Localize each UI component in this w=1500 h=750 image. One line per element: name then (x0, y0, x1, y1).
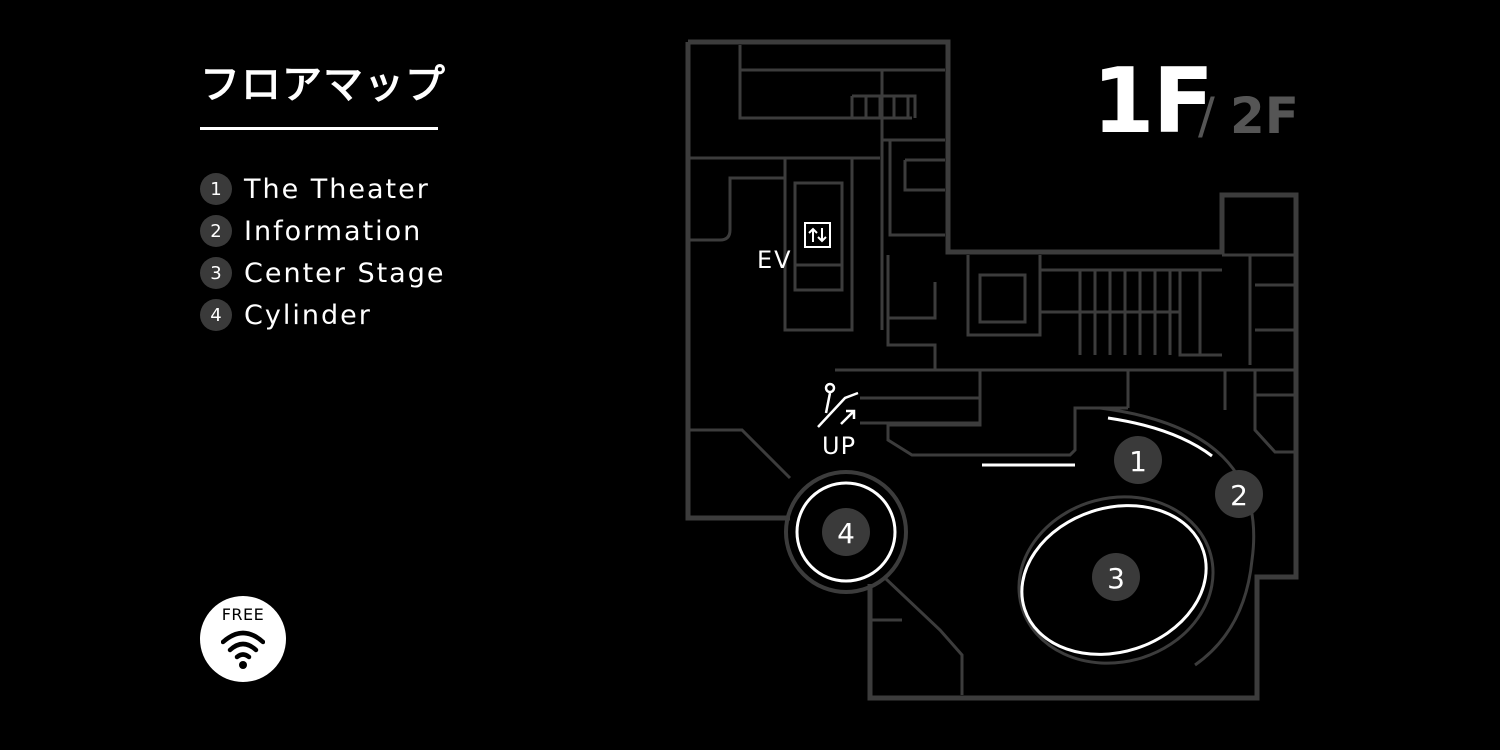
floor-separator: / (1198, 87, 1215, 145)
map-marker[interactable]: 1 (1114, 436, 1162, 484)
map-marker-number: 4 (837, 517, 855, 550)
floor-2f-link[interactable]: 2F (1230, 87, 1299, 145)
legend-item[interactable]: 2 Information (200, 210, 445, 252)
legend-number-badge: 2 (200, 215, 232, 247)
map-marker-number: 2 (1230, 479, 1248, 512)
center-stage-ring (1020, 504, 1208, 656)
legend-label: Cylinder (244, 299, 372, 331)
legend-list: 1 The Theater 2 Information 3 Center Sta… (200, 168, 445, 336)
map-marker[interactable]: 3 (1092, 553, 1140, 601)
free-wifi-badge: FREE (200, 596, 286, 682)
current-floor-indicator: 1F (1092, 49, 1214, 154)
legend-label: The Theater (244, 173, 430, 205)
page-title: フロアマップ (200, 62, 446, 108)
curved-gallery-wall (1099, 406, 1256, 667)
wifi-icon (221, 630, 265, 669)
wifi-label: FREE (221, 605, 265, 624)
cylinder-outer-wall (784, 470, 908, 594)
map-marker[interactable]: 4 (822, 508, 870, 556)
map-marker[interactable]: 2 (1215, 470, 1263, 518)
legend-item[interactable]: 1 The Theater (200, 168, 445, 210)
legend-label: Center Stage (244, 257, 446, 289)
theater-arc (1107, 416, 1213, 458)
escalator-up-icon (817, 382, 859, 428)
legend-number-badge: 4 (200, 299, 232, 331)
legend-number-badge: 1 (200, 173, 232, 205)
elevator-icon (804, 222, 831, 248)
map-marker-number: 3 (1107, 562, 1125, 595)
escalator-label: UP (822, 432, 856, 460)
legend-item[interactable]: 3 Center Stage (200, 252, 445, 294)
center-stage-outer-ring (1017, 495, 1215, 665)
legend-item[interactable]: 4 Cylinder (200, 294, 445, 336)
map-marker-number: 1 (1129, 445, 1147, 478)
cylinder-ring (795, 481, 897, 583)
interior-walls (690, 45, 1296, 695)
title-underline (200, 127, 438, 130)
legend-label: Information (244, 215, 423, 247)
legend-number-badge: 3 (200, 257, 232, 289)
building-outline (685, 39, 1299, 701)
elevator-label: EV (757, 246, 793, 274)
